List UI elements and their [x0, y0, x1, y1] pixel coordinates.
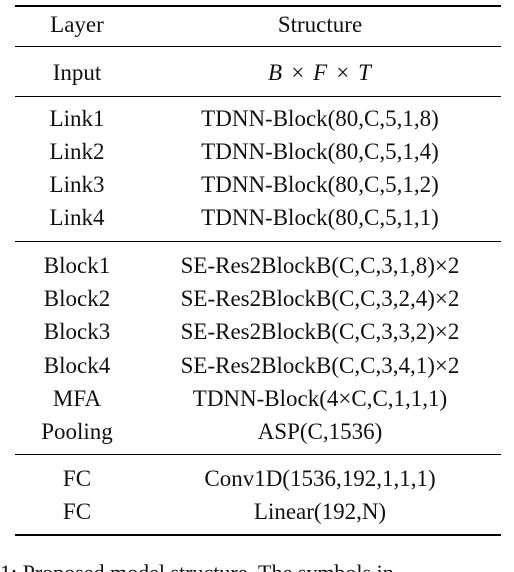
layer-cell: Block3	[43, 319, 111, 344]
table-row: Block1 SE-Res2BlockB(C,C,3,1,8)×2	[15, 249, 501, 282]
structure-cell: TDNN-Block(80,C,5,1,4)	[201, 139, 439, 164]
layer-cell: Pooling	[41, 419, 113, 444]
structure-cell: SE-Res2BlockB(C,C,3,3,2)×2	[180, 319, 460, 344]
input-rule	[15, 96, 501, 97]
group-rule	[15, 454, 501, 455]
header-structure: Structure	[277, 12, 363, 37]
structure-cell: TDNN-Block(80,C,5,1,1)	[201, 205, 439, 230]
layer-cell: Link2	[49, 139, 105, 164]
layer-cell: Block2	[43, 286, 111, 311]
layer-cell: Link4	[49, 205, 105, 230]
table-row: Pooling ASP(C,1536)	[15, 415, 501, 448]
table-row: Block3 SE-Res2BlockB(C,C,3,3,2)×2	[15, 315, 501, 348]
layer-cell: Block4	[43, 353, 111, 378]
layer-cell: Block1	[43, 253, 111, 278]
structure-cell: ASP(C,1536)	[257, 419, 383, 444]
table-row: Link2 TDNN-Block(80,C,5,1,4)	[15, 135, 501, 168]
table-row: FC Conv1D(1536,192,1,1,1)	[15, 462, 501, 495]
table-row: Link1 TDNN-Block(80,C,5,1,8)	[15, 102, 501, 135]
table-header-row: Layer Structure	[15, 8, 501, 41]
structure-cell: SE-Res2BlockB(C,C,3,2,4)×2	[180, 286, 460, 311]
structure-cell: Linear(192,N)	[253, 499, 387, 524]
structure-cell: SE-Res2BlockB(C,C,3,4,1)×2	[180, 353, 460, 378]
input-layer: Input	[52, 60, 102, 85]
structure-cell: TDNN-Block(80,C,5,1,8)	[201, 106, 439, 131]
layer-cell: Link3	[49, 172, 105, 197]
header-rule	[15, 46, 501, 47]
table-row: Link3 TDNN-Block(80,C,5,1,2)	[15, 168, 501, 201]
table-row: MFA TDNN-Block(4×C,C,1,1,1)	[15, 382, 501, 415]
table-bottom-rule	[15, 534, 501, 536]
table-row: Link4 TDNN-Block(80,C,5,1,1)	[15, 201, 501, 234]
table-row: Block4 SE-Res2BlockB(C,C,3,4,1)×2	[15, 349, 501, 382]
structure-cell: TDNN-Block(4×C,C,1,1,1)	[192, 386, 448, 411]
header-layer: Layer	[50, 12, 104, 37]
input-row: Input B × F × T	[15, 56, 501, 89]
layer-cell: FC	[62, 466, 92, 491]
structure-cell: SE-Res2BlockB(C,C,3,1,8)×2	[180, 253, 460, 278]
structure-cell: Conv1D(1536,192,1,1,1)	[204, 466, 436, 491]
table-top-rule	[15, 5, 501, 7]
table-row: Block2 SE-Res2BlockB(C,C,3,2,4)×2	[15, 282, 501, 315]
layer-cell: FC	[62, 499, 92, 524]
layer-cell: MFA	[52, 386, 102, 411]
layer-cell: Link1	[49, 106, 105, 131]
group-rule	[15, 241, 501, 242]
input-structure: B × F × T	[268, 60, 372, 85]
table-row: FC Linear(192,N)	[15, 495, 501, 528]
table-caption: 1: Proposed model structure. The symbols…	[0, 558, 514, 572]
structure-cell: TDNN-Block(80,C,5,1,2)	[201, 172, 439, 197]
